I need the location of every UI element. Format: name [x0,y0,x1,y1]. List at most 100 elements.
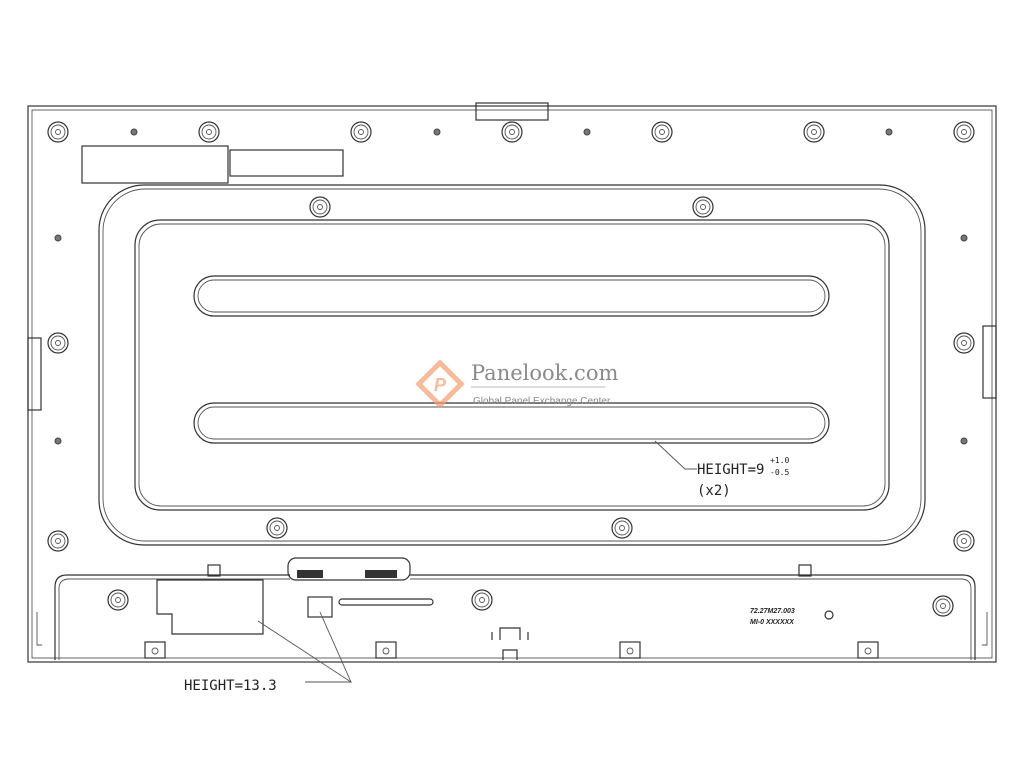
screw-center [274,525,280,531]
small-hole [885,128,893,136]
connector-right [365,570,397,578]
connector-box-right [229,149,344,177]
rib-slot-bottom [193,402,830,444]
screw-center [811,129,817,135]
watermark: P Panelook.com Global Panel Exchange Cen… [415,359,618,409]
small-connector-block [307,596,333,618]
inner-recess-inner-edge [138,223,886,507]
screw-outer-ring [350,121,372,143]
screw-hole [47,530,69,552]
height-9-label: HEIGHT=9 [697,462,764,478]
screw-center [961,129,967,135]
screw-hole [953,332,975,354]
screw-inner-ring [353,124,369,140]
bottom-tabs [144,641,879,659]
screw-center [961,538,967,544]
height-13-3-block [156,579,264,635]
tab-hole [864,647,872,655]
screw-outer-ring [953,121,975,143]
screw-outer-ring [266,517,288,539]
screw-inner-ring [935,598,951,614]
screw-inner-ring [695,199,711,215]
screw-center [619,525,625,531]
tab-outline [144,641,166,659]
screw-outer-ring [47,121,69,143]
screw-outer-ring [198,121,220,143]
screw-hole [501,121,523,143]
screw-inner-ring [806,124,822,140]
screw-outer-ring [47,530,69,552]
right-tab [982,325,997,399]
height-9-tol-plus: +1.0 [770,456,789,465]
panelook-logo-icon [415,359,465,409]
corner-brackets [36,612,988,646]
screw-inner-ring [504,124,520,140]
bottom-tab [144,641,166,659]
screw-hole [932,595,954,617]
small-hole [583,128,591,136]
screw-hole [47,121,69,143]
rib-slot-bottom-inner [197,406,826,440]
center-clip [491,627,529,660]
screw-center [659,129,665,135]
screw-hole [611,517,633,539]
screw-center [358,129,364,135]
rib-slot-top [193,275,830,317]
screw-outer-ring [501,121,523,143]
screw-inner-ring [50,533,66,549]
bottom-tab [857,641,879,659]
small-hole [433,128,441,136]
screw-center [940,603,946,609]
screw-inner-ring [956,335,972,351]
screw-outer-ring [692,196,714,218]
small-hole [54,234,62,242]
outer-recess-inner-edge [102,188,922,542]
rib-slot-top-inner [197,279,826,313]
screw-center [509,129,515,135]
screw-outer-ring [47,332,69,354]
bottom-tab [619,641,641,659]
small-hole [960,437,968,445]
screw-hole [266,517,288,539]
screw-outer-ring [803,121,825,143]
screw-inner-ring [50,335,66,351]
screw-hole [953,530,975,552]
screw-outer-ring [953,530,975,552]
connector-box-left [81,145,229,184]
outer-recess [98,184,926,546]
top-clip-right [798,564,812,577]
locating-hole [824,610,834,620]
screw-inner-ring [956,124,972,140]
small-hole [54,437,62,445]
part-number: 72.27M27.003 [750,608,795,615]
watermark-title: Panelook.com [471,361,618,385]
leader-line-height-13-3-b [319,611,352,683]
screw-hole [309,196,331,218]
height-9-qty: (x2) [697,483,731,499]
screw-inner-ring [201,124,217,140]
screw-center [700,204,706,210]
tab-hole [151,647,159,655]
screw-center [55,538,61,544]
screw-outer-ring [953,332,975,354]
bottom-cover [54,574,976,660]
tab-outline [619,641,641,659]
screw-outer-ring [651,121,673,143]
screw-outer-ring [107,589,129,611]
bottom-cover-inner [58,578,972,660]
top-tab [475,102,549,121]
screw-inner-ring [474,592,490,608]
screw-center [55,129,61,135]
screw-hole [692,196,714,218]
screw-outer-ring [611,517,633,539]
bottom-tab [375,641,397,659]
tab-outline [857,641,879,659]
logo-letter: P [434,375,447,395]
screw-hole [107,589,129,611]
screw-inner-ring [269,520,285,536]
screw-outer-ring [471,589,493,611]
screw-outer-ring [932,595,954,617]
tab-outline [375,641,397,659]
part-serial: MI-0 XXXXXX [750,619,795,626]
screw-center [479,597,485,603]
